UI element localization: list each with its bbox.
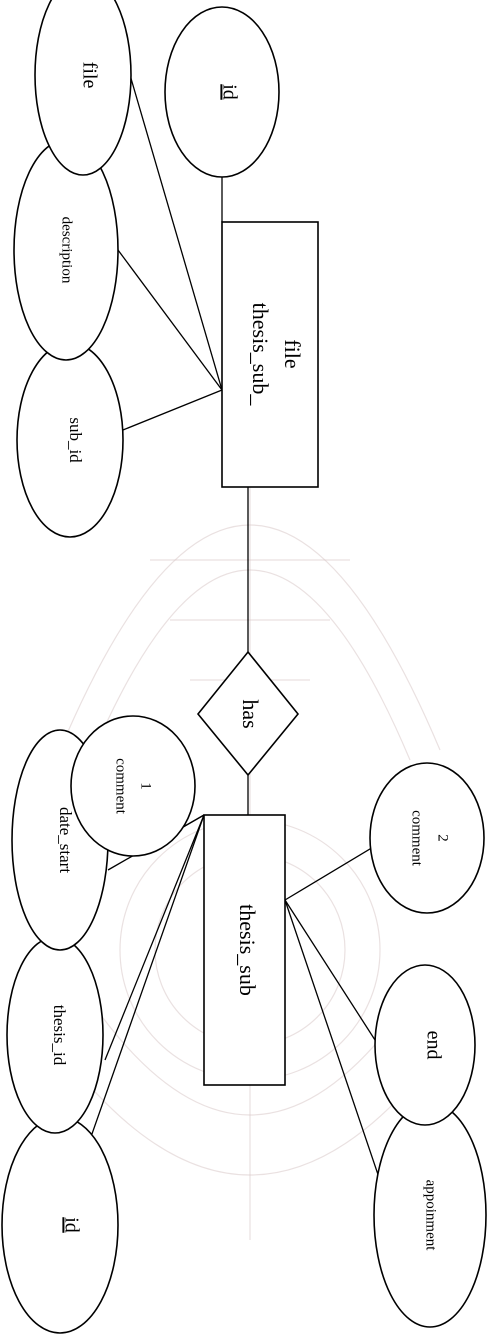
attribute-description[interactable]: description (13, 139, 119, 361)
entity-thesis_sub_file-label-line2: file (280, 339, 305, 368)
relationship-has-diamond (196, 650, 300, 777)
attribute-appoinment-label: appoinment (423, 1180, 439, 1252)
attribute-comment1-label-line2: 1 (138, 782, 154, 790)
entity-thesis_sub_file-box (221, 221, 319, 488)
attribute-comment1-label-line1: comment (113, 758, 129, 815)
relationship-has-label: has (238, 699, 263, 728)
edge-description-file_entity (117, 249, 223, 391)
edge-comment2-thesis_sub (284, 839, 386, 901)
attribute-end[interactable]: end (374, 964, 476, 1126)
relationship-has[interactable]: has (196, 650, 300, 777)
edge-sub_id-file_entity (122, 389, 223, 431)
attribute-thesis_id[interactable]: thesis_id (6, 936, 104, 1134)
attribute-comment2[interactable]: comment 2 (369, 762, 485, 914)
attribute-file-label: file (78, 62, 100, 89)
edge-file-file_entity (129, 74, 223, 391)
attribute-comment2-label-line1: comment (409, 810, 425, 867)
attribute-comment1[interactable]: comment 1 (70, 715, 196, 857)
edge-end-thesis_sub (284, 899, 376, 1041)
attribute-sub_id[interactable]: sub_id (16, 342, 124, 538)
attribute-id-left[interactable]: id (1, 1116, 119, 1334)
attribute-end-label: end (422, 1031, 444, 1060)
attribute-id-right-label: id (218, 84, 240, 100)
attribute-thesis_id-label: thesis_id (50, 1005, 69, 1066)
attribute-comment2-label-line2: 2 (435, 834, 451, 842)
attribute-id-right[interactable]: id (164, 6, 280, 178)
edge-appoinment-thesis_sub (284, 899, 391, 1211)
edge-thesis_id-thesis_sub (104, 814, 205, 1061)
attribute-sub_id-label: sub_id (66, 417, 85, 463)
attribute-file[interactable]: file (34, 0, 132, 176)
attribute-appoinment[interactable]: appoinment (373, 1102, 487, 1328)
attribute-id-left-label: id (60, 1217, 82, 1233)
attribute-date_start-label: date_start (56, 807, 75, 873)
entity-thesis_sub[interactable]: thesis_sub (203, 814, 286, 1086)
entity-thesis_sub_file-label-line1: thesis_sub_ (248, 303, 273, 407)
attribute-description-label: description (59, 217, 75, 284)
entity-thesis_sub-box (203, 814, 286, 1086)
entity-thesis_sub_file[interactable]: thesis_sub_ file (221, 221, 319, 488)
entity-thesis_sub-label: thesis_sub (235, 904, 260, 996)
